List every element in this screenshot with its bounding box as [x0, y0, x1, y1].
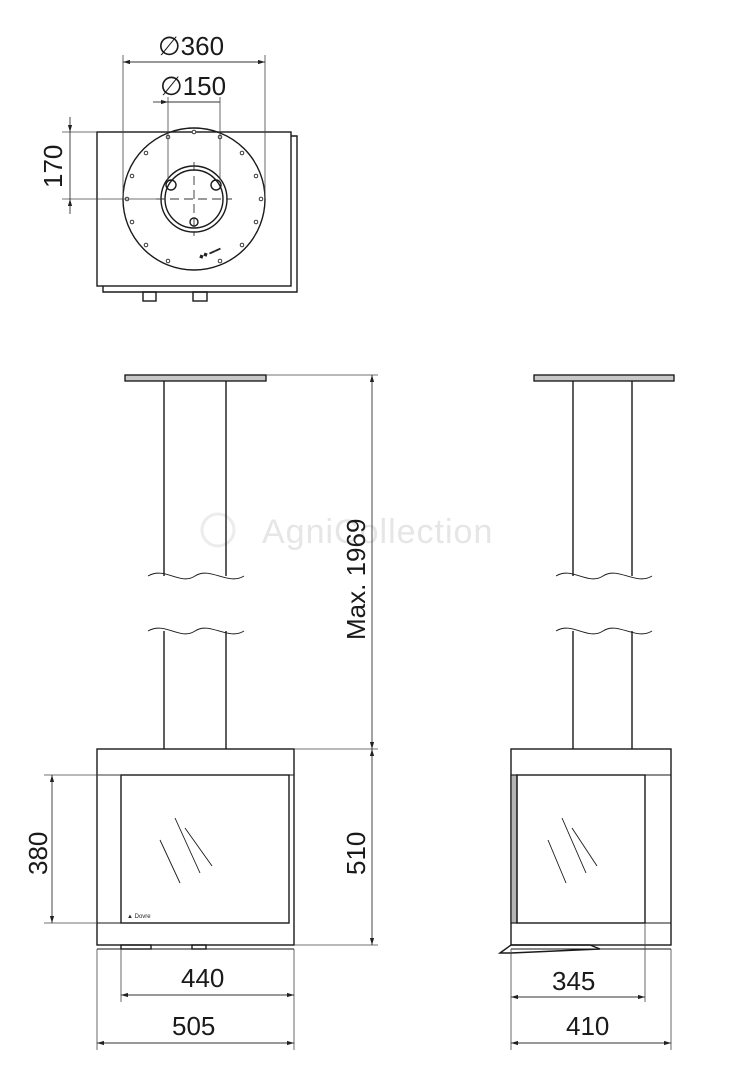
front-glass: [120, 774, 290, 924]
side-view: 345 410: [497, 374, 675, 1050]
top-view-foot-right: [192, 291, 208, 302]
side-ceiling-plate: [533, 374, 675, 382]
flue-clip-right: [210, 179, 222, 191]
front-ceiling-plate: [124, 374, 267, 382]
side-stove-body: [510, 748, 672, 946]
front-logo: ▲ Dovre: [127, 914, 151, 920]
side-glass-reflection: [547, 817, 598, 884]
top-view-shadow-edge: [102, 135, 298, 293]
dim-body-height: 510: [341, 832, 371, 875]
watermark-text: AgniCollection: [262, 513, 493, 551]
flue-clip-left: [165, 179, 177, 191]
side-edge-strip: [510, 774, 518, 924]
side-dim-glass-width: 345: [552, 966, 595, 996]
dim-offset: 170: [38, 145, 68, 188]
side-glass: [516, 774, 646, 924]
watermark: AgniCollection: [200, 512, 493, 551]
front-view: ▲ Dovre Max. 1969 510 380 440 505: [23, 374, 378, 1050]
front-foot-mid: [191, 944, 207, 950]
dim-total-width: 505: [172, 1011, 215, 1041]
plate-stamp: ◆◆ ▬▬: [198, 246, 221, 261]
front-foot-left: [120, 944, 152, 950]
dim-glass-width: 440: [181, 963, 224, 993]
top-view-foot-left: [142, 291, 157, 302]
front-glass-reflection: [159, 817, 213, 884]
dim-flue-diameter: ∅360: [158, 31, 224, 61]
dim-inner-diameter: ∅150: [160, 71, 226, 101]
side-dim-total-width: 410: [566, 1011, 609, 1041]
top-view: ◆◆ ▬▬ ∅360 ∅150 170: [38, 31, 298, 302]
dim-glass-height: 380: [23, 832, 53, 875]
side-foot: [497, 944, 601, 954]
dim-max-height: Max. 1969: [341, 519, 371, 640]
